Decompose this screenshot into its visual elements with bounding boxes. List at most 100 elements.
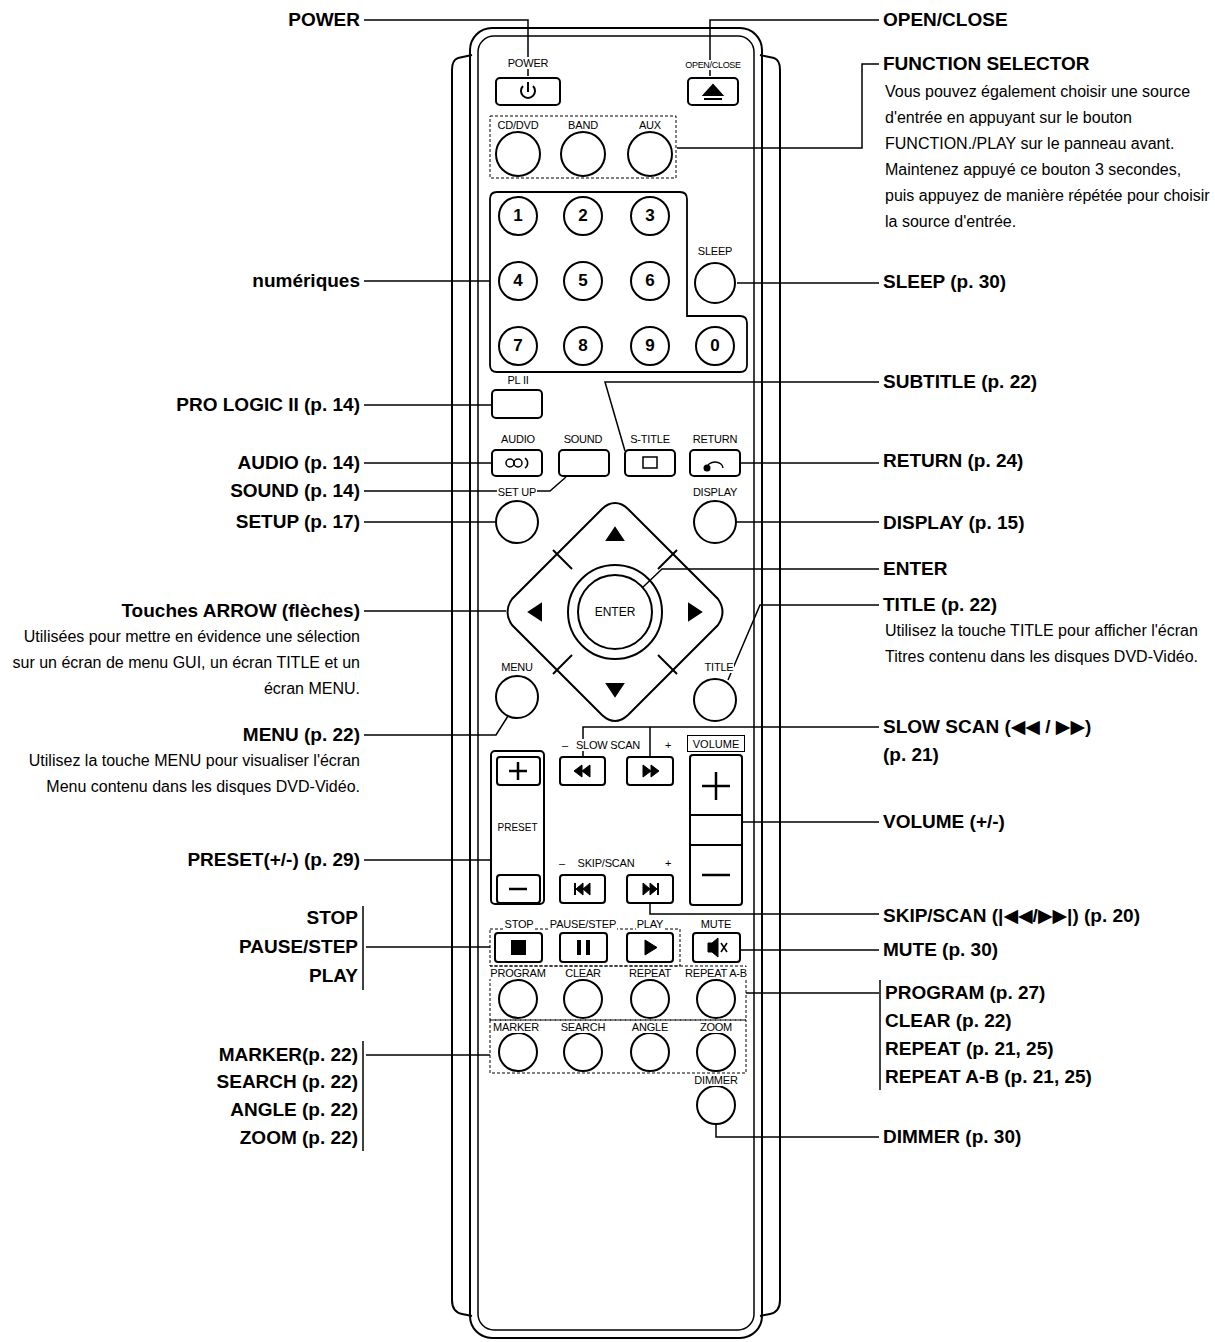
number-button: 9 bbox=[630, 326, 670, 366]
callout-label: SETUP (p. 17) bbox=[236, 511, 360, 533]
callout-label: STOP bbox=[307, 907, 358, 929]
button-label: PROGRAM bbox=[489, 967, 546, 980]
button-label: + bbox=[664, 857, 672, 870]
callout-note: Utilisées pour mettre en évidence une sé… bbox=[5, 624, 360, 702]
callout-label: OPEN/CLOSE bbox=[883, 9, 1008, 31]
number-button: 4 bbox=[498, 261, 538, 301]
remote-housing bbox=[452, 28, 780, 1338]
buttons bbox=[490, 78, 747, 1124]
number-button: 0 bbox=[695, 326, 735, 366]
button-label: SLOW SCAN bbox=[575, 739, 641, 752]
callout-label: SUBTITLE (p. 22) bbox=[883, 371, 1037, 393]
callout-label: SLOW SCAN (◀◀ / ▶▶) bbox=[883, 716, 1091, 738]
callout-label: DIMMER (p. 30) bbox=[883, 1126, 1021, 1148]
callout-label: TITLE (p. 22) bbox=[883, 594, 997, 616]
callout-label: PLAY bbox=[309, 965, 358, 987]
button-label: AUX bbox=[638, 119, 662, 132]
callout-label: MENU (p. 22) bbox=[243, 724, 360, 746]
button-label: OPEN/CLOSE bbox=[684, 60, 742, 70]
enter-button: ENTER bbox=[577, 574, 653, 650]
leader-lines bbox=[363, 20, 880, 1151]
callout-label: CLEAR (p. 22) bbox=[885, 1010, 1012, 1032]
callout-label: PRO LOGIC II (p. 14) bbox=[176, 394, 360, 416]
button-text: 2 bbox=[578, 206, 587, 226]
button-text: ENTER bbox=[595, 605, 636, 619]
button-text: 7 bbox=[513, 336, 522, 356]
button-text: 8 bbox=[578, 336, 587, 356]
button-label: PL II bbox=[506, 374, 529, 387]
callout-label: ZOOM (p. 22) bbox=[240, 1127, 358, 1149]
volume-label-box: VOLUME bbox=[687, 735, 745, 752]
button-label: POWER bbox=[507, 57, 550, 70]
number-button: 6 bbox=[630, 261, 670, 301]
callout-label: SEARCH (p. 22) bbox=[217, 1071, 358, 1093]
button-label: – bbox=[558, 857, 566, 870]
button-text: 4 bbox=[513, 271, 522, 291]
button-text: PRESET bbox=[497, 822, 537, 833]
button-label: DIMMER bbox=[693, 1074, 738, 1087]
number-button: 5 bbox=[563, 261, 603, 301]
callout-label: SKIP/SCAN (|◀◀/▶▶|) (p. 20) bbox=[883, 905, 1140, 927]
button-text: 9 bbox=[645, 336, 654, 356]
button-label: STOP bbox=[504, 918, 535, 931]
callout-note: Utilisez la touche MENU pour visualiser … bbox=[5, 748, 360, 800]
button-label: SEARCH bbox=[560, 1021, 607, 1034]
button-label: BAND bbox=[567, 119, 599, 132]
button-label: TITLE bbox=[704, 661, 735, 674]
callout-label: RETURN (p. 24) bbox=[883, 450, 1023, 472]
number-button: 3 bbox=[630, 196, 670, 236]
button-label: CD/DVD bbox=[497, 119, 540, 132]
button-label: MENU bbox=[500, 661, 534, 674]
button-label: MUTE bbox=[700, 918, 732, 931]
callout-label: POWER bbox=[288, 9, 360, 31]
button-label: REPEAT bbox=[628, 967, 672, 980]
button-label: REPEAT A-B bbox=[684, 967, 748, 980]
callout-label: FUNCTION SELECTOR bbox=[883, 53, 1090, 75]
callout-label: REPEAT (p. 21, 25) bbox=[885, 1038, 1054, 1060]
button-text: 0 bbox=[710, 336, 719, 356]
button-label: SKIP/SCAN bbox=[577, 857, 636, 870]
button-text: 3 bbox=[645, 206, 654, 226]
callout-note: Utilisez la touche TITLE pour afficher l… bbox=[885, 618, 1210, 670]
number-button: 2 bbox=[563, 196, 603, 236]
callout-label: ANGLE (p. 22) bbox=[230, 1099, 358, 1121]
button-label: S-TITLE bbox=[629, 433, 671, 446]
callout-label: AUDIO (p. 14) bbox=[238, 452, 360, 474]
button-label: MARKER bbox=[492, 1021, 540, 1034]
callout-label: (p. 21) bbox=[883, 744, 939, 766]
callout-label: SOUND (p. 14) bbox=[230, 480, 360, 502]
callout-label: PAUSE/STEP bbox=[239, 936, 358, 958]
button-label: DISPLAY bbox=[692, 486, 738, 499]
callout-label: PROGRAM (p. 27) bbox=[885, 982, 1045, 1004]
button-label: ANGLE bbox=[631, 1021, 669, 1034]
callout-label: Touches ARROW (flèches) bbox=[121, 600, 360, 622]
callout-label: MUTE (p. 30) bbox=[883, 939, 998, 961]
callout-label: DISPLAY (p. 15) bbox=[883, 512, 1025, 534]
button-label: SLEEP bbox=[697, 245, 733, 258]
button-text: 6 bbox=[645, 271, 654, 291]
callout-label: VOLUME (+/-) bbox=[883, 811, 1005, 833]
number-button: 7 bbox=[498, 326, 538, 366]
callout-label: MARKER(p. 22) bbox=[219, 1044, 358, 1066]
button-label: – bbox=[561, 739, 569, 752]
callout-label: SLEEP (p. 30) bbox=[883, 271, 1006, 293]
button-label: PLAY bbox=[636, 918, 665, 931]
button-label: SOUND bbox=[563, 433, 604, 446]
button-text: 5 bbox=[578, 271, 587, 291]
button-label: AUDIO bbox=[500, 433, 536, 446]
button-label: ZOOM bbox=[699, 1021, 733, 1034]
callout-label: REPEAT A-B (p. 21, 25) bbox=[885, 1066, 1092, 1088]
callout-label: PRESET(+/-) (p. 29) bbox=[187, 849, 360, 871]
button-text: VOLUME bbox=[693, 738, 739, 750]
button-label: RETURN bbox=[692, 433, 739, 446]
callout-label: ENTER bbox=[883, 558, 947, 580]
button-text: 1 bbox=[513, 206, 522, 226]
button-label: SET UP bbox=[497, 486, 537, 499]
callout-label: numériques bbox=[252, 270, 360, 292]
button-label: + bbox=[664, 739, 672, 752]
button-label: CLEAR bbox=[564, 967, 602, 980]
number-button: 1 bbox=[498, 196, 538, 236]
preset-group: PRESET bbox=[490, 750, 545, 905]
callout-note: Vous pouvez également choisir une source… bbox=[885, 79, 1210, 235]
